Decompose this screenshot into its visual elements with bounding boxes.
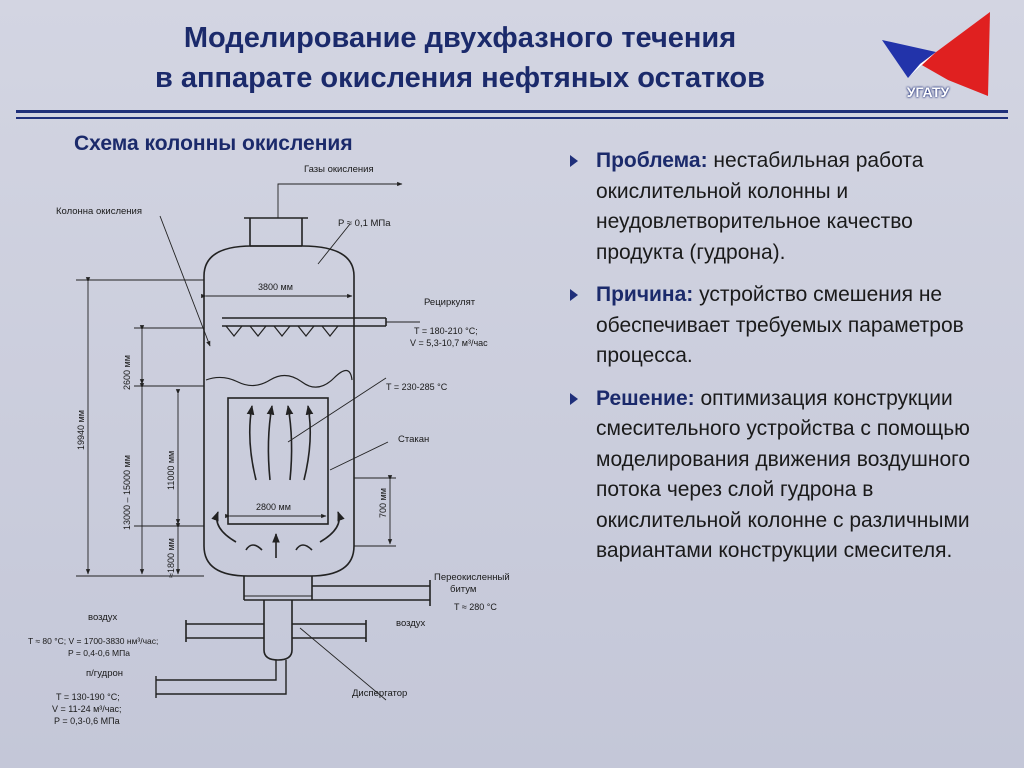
bullet-head: Решение:: [596, 386, 695, 410]
label-air-params-1: T ≈ 80 °C; V = 1700-3830 нм³/час;: [28, 636, 158, 646]
bullet-cause: Причина: устройство смешения не обеспечи…: [566, 280, 1006, 372]
oxidation-column-diagram: Газы окисления Колонна окисления P ≈ 0,1…: [28, 164, 510, 726]
label-tar-p: P = 0,3-0,6 МПа: [54, 716, 120, 726]
label-bitumen-1: Переокисленный: [434, 572, 510, 583]
label-height-range: 13000 – 15000 мм: [122, 455, 132, 530]
header-rule-thin: [16, 117, 1008, 119]
label-disperser: Диспергатор: [352, 688, 407, 699]
label-pressure-top: P ≈ 0,1 МПа: [338, 218, 391, 229]
label-height-total: 19940 мм: [76, 410, 86, 450]
label-recycle: Рециркулят: [424, 297, 476, 308]
bullet-text: оптимизация конструкции смесительного ус…: [596, 386, 971, 563]
ugatu-logo-icon: [882, 12, 990, 96]
bullet-text: устройство смешения не обеспечивает треб…: [596, 283, 964, 367]
diagram-subtitle: Схема колонны окисления: [74, 132, 353, 155]
label-gases: Газы окисления: [304, 164, 374, 175]
label-d2600: 2600 мм: [122, 355, 132, 390]
bullet-solution: Решение: оптимизация конструкции смесите…: [566, 384, 1006, 567]
label-recycle-t: T = 180-210 °C;: [414, 326, 478, 336]
label-tar: п/гудрон: [86, 668, 123, 679]
bullet-head: Причина:: [596, 283, 694, 306]
label-d700: 700 мм: [378, 488, 388, 518]
slide-title: Моделирование двухфазного течения в аппа…: [60, 18, 860, 98]
label-d11000: 11000 мм: [166, 451, 176, 490]
label-air-right: воздух: [396, 618, 426, 629]
title-line-2: в аппарате окисления нефтяных остатков: [155, 62, 765, 94]
label-column: Колонна окисления: [56, 206, 142, 217]
bullet-list: Проблема: нестабильная работа окислитель…: [566, 146, 1006, 579]
triangle-bullet-icon: [570, 289, 578, 301]
label-tar-v: V = 11-24 м³/час;: [52, 704, 122, 714]
label-bitumen-t: T ≈ 280 °C: [454, 602, 497, 612]
label-tar-t: T = 130-190 °C;: [56, 692, 120, 702]
triangle-bullet-icon: [570, 392, 578, 405]
bullet-problem: Проблема: нестабильная работа окислитель…: [566, 146, 1006, 268]
label-recycle-v: V = 5,3-10,7 м³/час: [410, 338, 488, 348]
bullet-text: нестабильная работа окислительной колонн…: [596, 149, 924, 264]
logo-text: УГАТУ: [906, 84, 950, 100]
bullet-head: Проблема:: [596, 149, 708, 172]
label-bitumen-2: битум: [450, 584, 476, 595]
label-glass-width: 2800 мм: [256, 502, 291, 512]
header-rule: [16, 110, 1008, 113]
label-air-left: воздух: [88, 612, 118, 623]
label-t-liquid: T = 230-285 °C: [386, 382, 448, 392]
label-d1800: ≈1800 мм: [166, 538, 176, 578]
title-line-1: Моделирование двухфазного течения: [183, 22, 737, 54]
label-diameter: 3800 мм: [258, 282, 293, 292]
label-glass: Стакан: [398, 434, 429, 445]
triangle-bullet-icon: [570, 155, 578, 167]
label-air-params-2: P = 0,4-0,6 МПа: [68, 648, 130, 658]
